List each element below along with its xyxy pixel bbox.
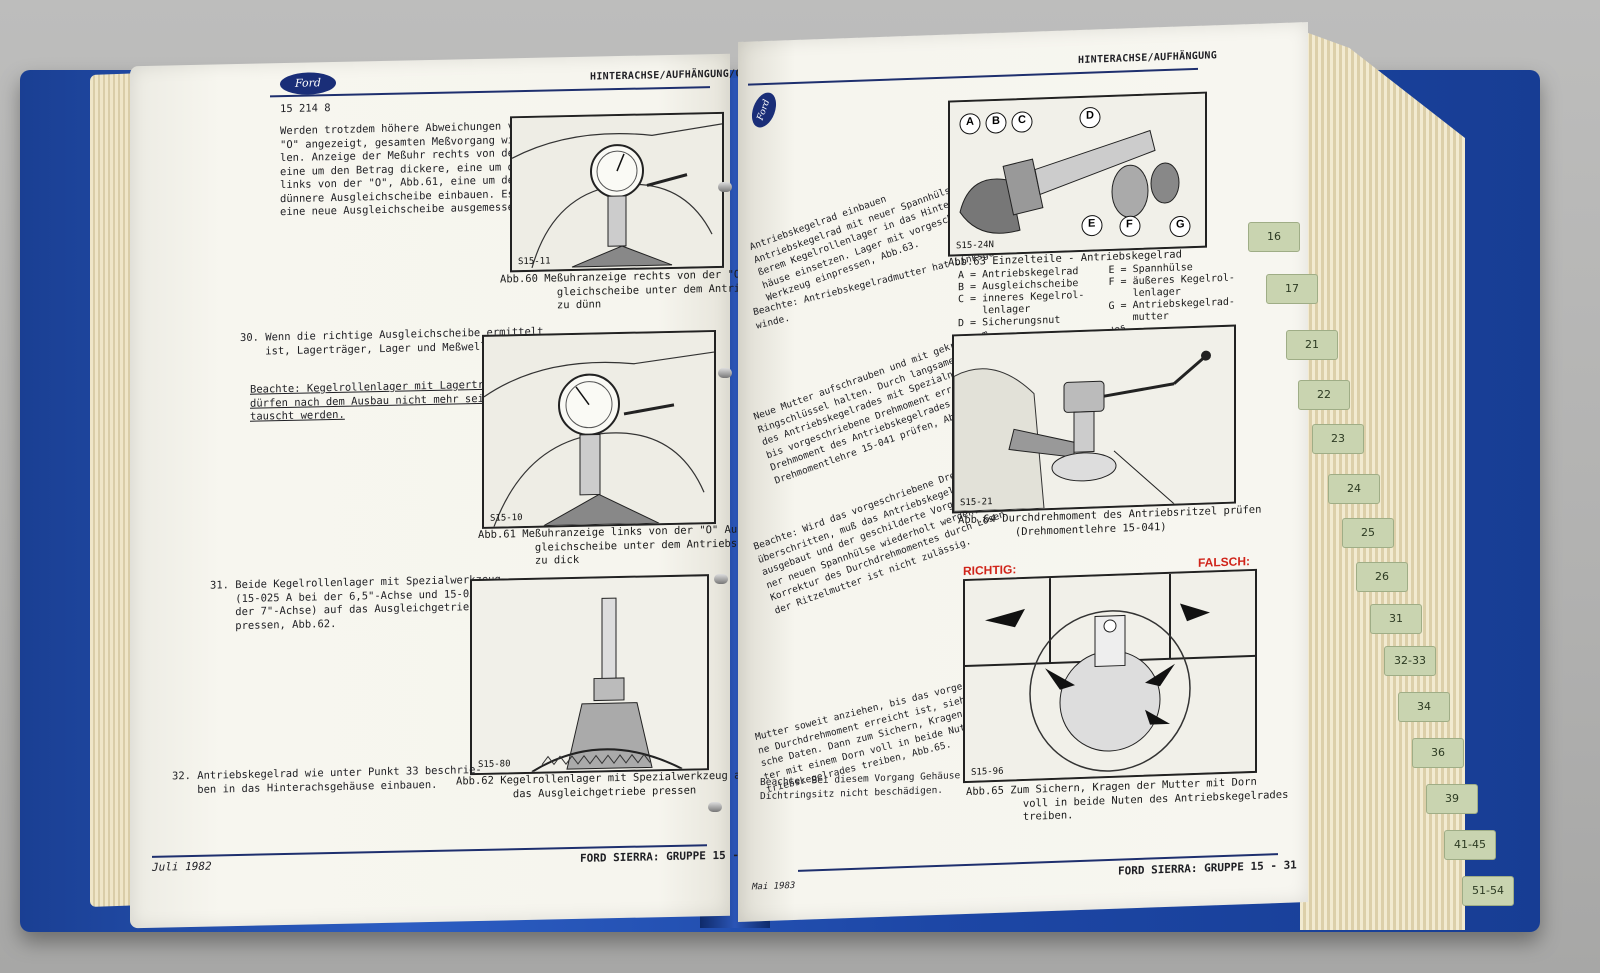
figure-abb64: S15-21 [952, 324, 1236, 514]
figure-code: S15-24N [956, 240, 994, 252]
footer-date: Juli 1982 [152, 859, 212, 874]
label-g: G [1176, 218, 1185, 231]
figure-code: S15-80 [478, 759, 511, 770]
figure-code: S15-10 [490, 513, 523, 524]
index-tab-32-33[interactable]: 32-33 [1384, 646, 1436, 676]
label-e: E [1088, 217, 1096, 230]
index-tab-23[interactable]: 23 [1312, 424, 1364, 454]
left-page: Ford HINTERACHSE/AUFHÄNGUNG/GELENKWELLE … [130, 53, 810, 929]
figure-abb60: S15-11 [510, 111, 724, 273]
figure-code: S15-11 [518, 256, 551, 268]
index-tab-21[interactable]: 21 [1286, 330, 1338, 360]
index-tab-34[interactable]: 34 [1398, 692, 1450, 722]
ref-number: 15 214 8 [280, 102, 331, 116]
ford-logo: Ford [747, 89, 781, 131]
footer-date: Mai 1983 [752, 880, 796, 893]
label-richtig: RICHTIG: [963, 562, 1017, 579]
index-tab-17[interactable]: 17 [1266, 274, 1318, 304]
label-d: D [1086, 109, 1094, 122]
index-tab-25[interactable]: 25 [1342, 518, 1394, 548]
index-tab-51-54[interactable]: 51-54 [1462, 876, 1514, 906]
header-rule [270, 86, 710, 98]
label-falsch: FALSCH: [1198, 554, 1250, 570]
index-tab-26[interactable]: 26 [1356, 562, 1408, 592]
figure-abb65: S15-96 [963, 568, 1257, 784]
figure-code: S15-21 [960, 497, 993, 509]
index-tab-24[interactable]: 24 [1328, 474, 1380, 504]
right-header: HINTERACHSE/AUFHÄNGUNG [1078, 50, 1218, 67]
label-b: B [992, 114, 1000, 128]
index-tab-36[interactable]: 36 [1412, 738, 1464, 768]
label-a: A [966, 115, 974, 128]
index-tab-16[interactable]: 16 [1248, 222, 1300, 252]
figure-abb61: S15-10 [482, 330, 716, 529]
binder-ring [708, 802, 722, 812]
header-rule [748, 67, 1198, 86]
index-tab-31[interactable]: 31 [1370, 604, 1422, 634]
figure-abb62: S15-80 [470, 574, 709, 776]
index-tab-22[interactable]: 22 [1298, 380, 1350, 410]
binder-ring [718, 182, 732, 192]
step-32: 32. Antriebskegelrad wie unter Punkt 33 … [172, 763, 482, 796]
label-f: F [1126, 218, 1133, 231]
figure-abb63: A B C D E F G S15-24N [948, 91, 1207, 257]
figure-code: S15-96 [971, 766, 1004, 778]
footer-title: FORD SIERRA: GRUPPE 15 - 31 [1118, 858, 1297, 878]
step-31: 31. Beide Kegelrollenlager mit Spezialwe… [210, 573, 513, 632]
caption-abb65: Abb.65 Zum Sichern, Kragen der Mutter mi… [966, 775, 1289, 824]
binder-ring [714, 574, 728, 584]
binder-ring [718, 368, 732, 378]
legend-abb63: A = Antriebskegelrad E = Spannhülse B = … [958, 262, 1235, 330]
right-page: HINTERACHSE/AUFHÄNGUNG Ford Antriebskege… [738, 22, 1308, 922]
label-c: C [1018, 113, 1026, 127]
right-page-edges [1300, 30, 1465, 930]
caption-abb62: Abb.62 Kegelrollenlager mit Spezialwerkz… [456, 769, 753, 800]
index-tab-41-45[interactable]: 41-45 [1444, 830, 1496, 860]
ford-logo: Ford [280, 71, 336, 96]
index-tab-39[interactable]: 39 [1426, 784, 1478, 814]
